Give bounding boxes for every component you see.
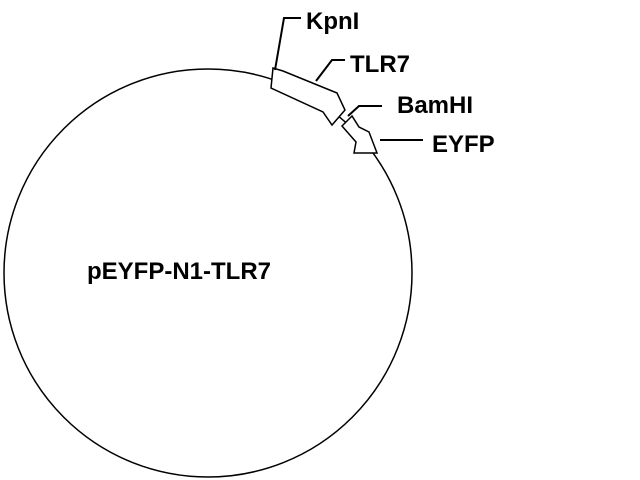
tlr7-leader-line	[315, 59, 345, 82]
kpni-leader-line	[274, 17, 301, 71]
bamhi-label: BamHI	[397, 92, 473, 119]
tlr7-feature-arrow	[270, 67, 346, 127]
tlr7-label: TLR7	[350, 51, 410, 78]
bamhi-leader-line	[347, 105, 382, 117]
plasmid-backbone-circle	[3, 68, 413, 478]
plasmid-name: pEYFP-N1-TLR7	[87, 258, 271, 285]
kpni-label: KpnI	[306, 8, 359, 35]
eyfp-label: EYFP	[432, 131, 495, 158]
eyfp-feature-arrow	[340, 114, 379, 154]
